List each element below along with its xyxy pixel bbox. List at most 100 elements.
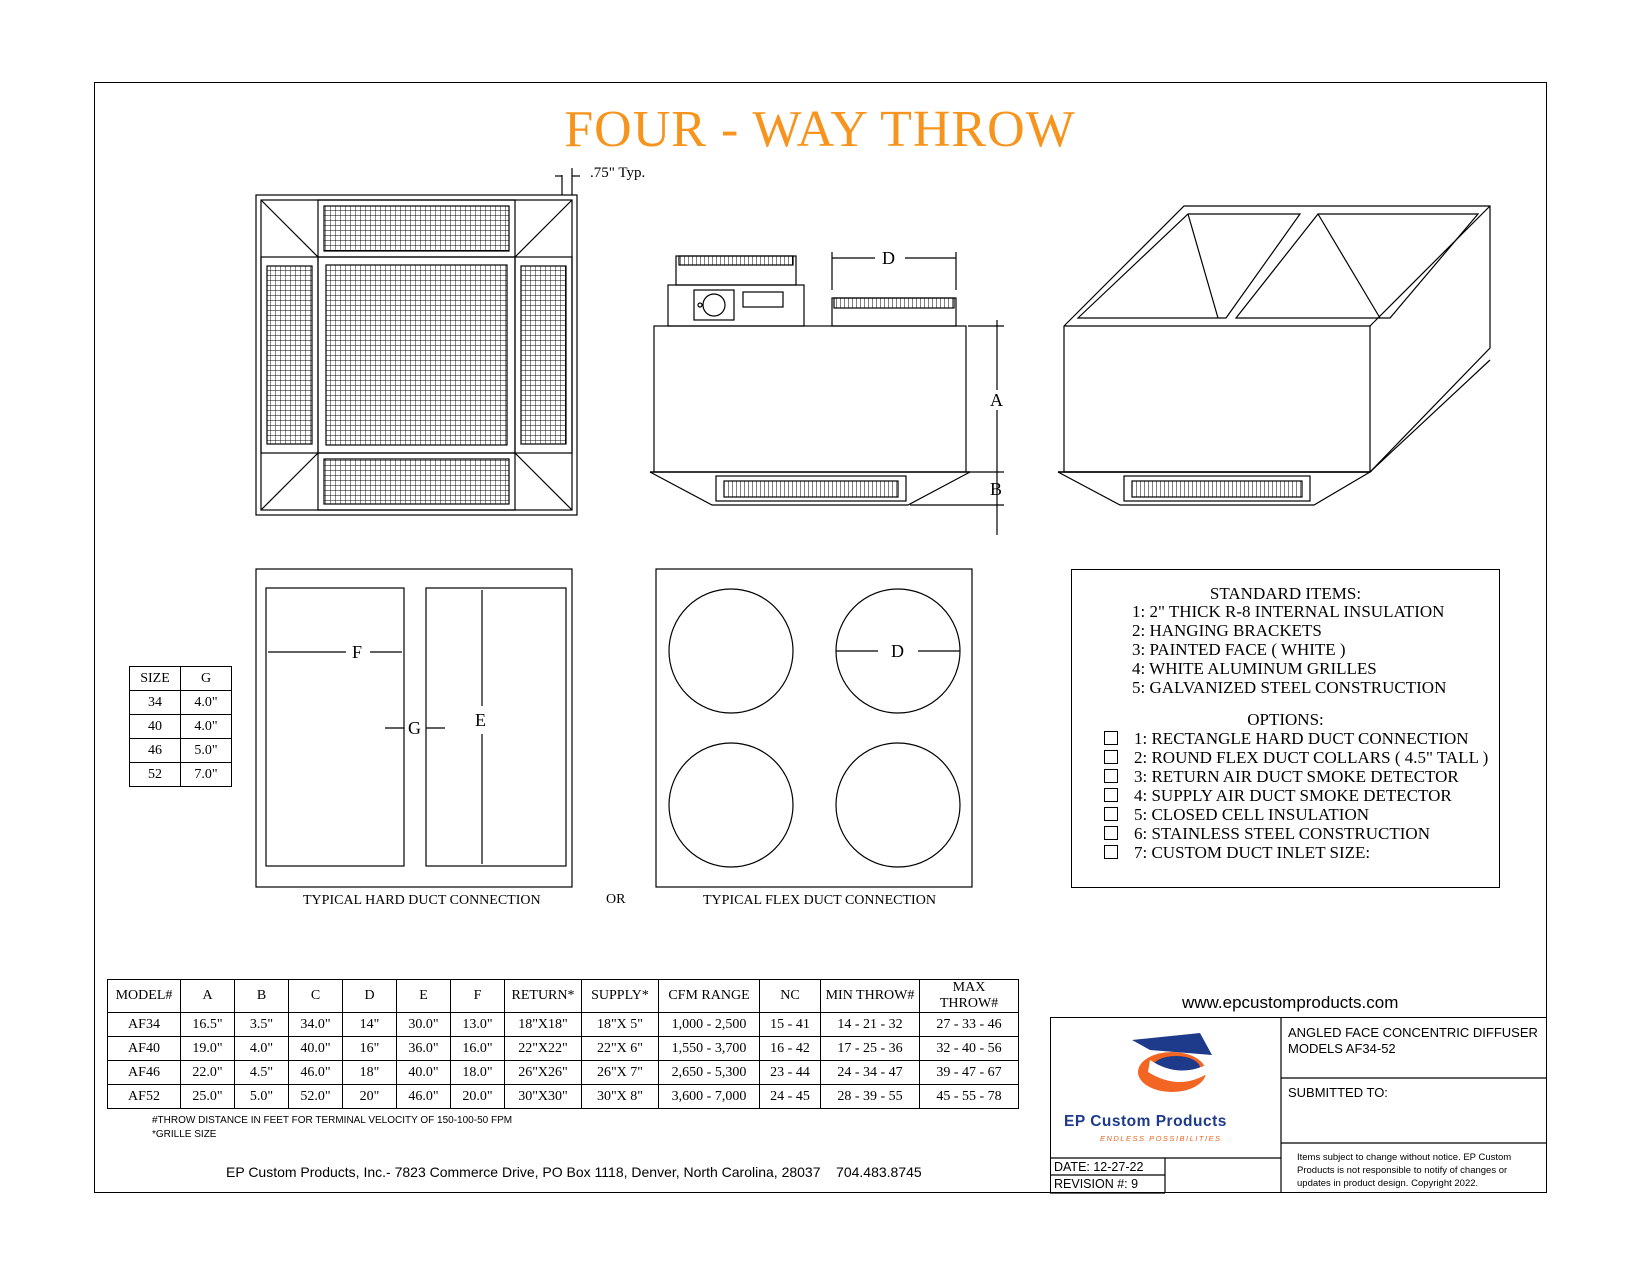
table-cell: 18"X18" <box>504 1012 582 1037</box>
dimension-b-label: B <box>990 479 1003 499</box>
table-cell: 19.0" <box>180 1036 235 1061</box>
col-header: SUPPLY* <box>581 979 659 1013</box>
table-cell: 16 - 42 <box>759 1036 821 1061</box>
g-cell: 4.0" <box>180 690 232 715</box>
title-block-lines <box>1050 1017 1547 1194</box>
table-cell: 4.5" <box>234 1060 289 1085</box>
drawing-models: MODELS AF34-52 <box>1288 1041 1396 1056</box>
table-cell: 28 - 39 - 55 <box>820 1084 920 1109</box>
standard-item: 4: WHITE ALUMINUM GRILLES <box>1132 659 1377 678</box>
table-cell: 1,000 - 2,500 <box>658 1012 760 1037</box>
table-cell: 39 - 47 - 67 <box>919 1060 1019 1085</box>
option-item: 2: ROUND FLEX DUCT COLLARS ( 4.5" TALL ) <box>1104 748 1488 768</box>
isometric-view <box>1057 205 1491 506</box>
disclaimer-text: Items subject to change without notice. … <box>1297 1152 1512 1189</box>
option-label: 4: SUPPLY AIR DUCT SMOKE DETECTOR <box>1134 786 1452 805</box>
col-header: NC <box>759 979 821 1013</box>
option-item: 6: STAINLESS STEEL CONSTRUCTION <box>1104 824 1430 844</box>
g-cell: 4.0" <box>180 714 232 739</box>
table-cell: 15 - 41 <box>759 1012 821 1037</box>
table-cell: 18"X 5" <box>581 1012 659 1037</box>
standard-item: 5: GALVANIZED STEEL CONSTRUCTION <box>1132 678 1447 697</box>
table-cell: 32 - 40 - 56 <box>919 1036 1019 1061</box>
table-cell: 46.0" <box>288 1060 343 1085</box>
option-checkbox[interactable] <box>1104 731 1118 745</box>
table-cell: 27 - 33 - 46 <box>919 1012 1019 1037</box>
table-cell: 2,650 - 5,300 <box>658 1060 760 1085</box>
g-cell: 5.0" <box>180 738 232 763</box>
option-item: 3: RETURN AIR DUCT SMOKE DETECTOR <box>1104 767 1459 787</box>
option-label: 3: RETURN AIR DUCT SMOKE DETECTOR <box>1134 767 1459 786</box>
table-cell: 5.0" <box>234 1084 289 1109</box>
drawing-sheet-border <box>94 82 1547 1193</box>
col-header: A <box>180 979 235 1013</box>
size-cell: 52 <box>129 762 181 787</box>
col-header: MODEL# <box>107 979 181 1013</box>
hard-duct-caption: TYPICAL HARD DUCT CONNECTION <box>303 893 541 908</box>
company-footer: EP Custom Products, Inc.- 7823 Commerce … <box>226 1164 922 1180</box>
table-cell: AF46 <box>107 1060 181 1085</box>
option-label: 6: STAINLESS STEEL CONSTRUCTION <box>1134 824 1430 843</box>
option-label: 7: CUSTOM DUCT INLET SIZE: <box>1134 843 1371 862</box>
col-header: RETURN* <box>504 979 582 1013</box>
table-row: AF52 25.0" 5.0" 52.0" 20" 46.0" 20.0" 30… <box>107 1084 1019 1109</box>
logo-company-name: EP Custom Products <box>1064 1113 1227 1130</box>
typ-dimension-label: .75" Typ. <box>590 165 646 181</box>
table-cell: 52.0" <box>288 1084 343 1109</box>
option-checkbox[interactable] <box>1104 845 1118 859</box>
option-label: 2: ROUND FLEX DUCT COLLARS ( 4.5" TALL ) <box>1134 748 1489 767</box>
table-cell: 3.5" <box>234 1012 289 1037</box>
table-cell: 17 - 25 - 36 <box>820 1036 920 1061</box>
option-checkbox[interactable] <box>1104 807 1118 821</box>
option-checkbox[interactable] <box>1104 826 1118 840</box>
flex-duct-caption: TYPICAL FLEX DUCT CONNECTION <box>703 893 936 908</box>
submitted-to-label: SUBMITTED TO: <box>1288 1085 1388 1100</box>
table-cell: 1,550 - 3,700 <box>658 1036 760 1061</box>
top-view <box>255 168 580 516</box>
table-cell: 20" <box>342 1084 397 1109</box>
table-cell: 3,600 - 7,000 <box>658 1084 760 1109</box>
table-cell: 26"X 7" <box>581 1060 659 1085</box>
option-item: 5: CLOSED CELL INSULATION <box>1104 805 1369 825</box>
table-cell: 46.0" <box>396 1084 451 1109</box>
size-header: SIZE <box>129 666 181 691</box>
dimension-f-label: F <box>352 642 363 662</box>
flex-duct-connection-diagram <box>655 568 973 888</box>
drawing-description: ANGLED FACE CONCENTRIC DIFFUSER <box>1288 1025 1538 1040</box>
col-header: B <box>234 979 289 1013</box>
table-cell: 4.0" <box>234 1036 289 1061</box>
option-checkbox[interactable] <box>1104 769 1118 783</box>
standard-items-box: STANDARD ITEMS: 1: 2" THICK R-8 INTERNAL… <box>1071 569 1500 888</box>
col-header: MIN THROW# <box>820 979 920 1013</box>
dimension-d-label: D <box>882 248 895 268</box>
table-cell: 40.0" <box>396 1060 451 1085</box>
table-cell: 13.0" <box>450 1012 505 1037</box>
table-cell: 20.0" <box>450 1084 505 1109</box>
table-cell: 22.0" <box>180 1060 235 1085</box>
option-label: 1: RECTANGLE HARD DUCT CONNECTION <box>1134 729 1469 748</box>
standard-item: 2: HANGING BRACKETS <box>1132 621 1322 640</box>
table-cell: 18.0" <box>450 1060 505 1085</box>
dimension-g-label: G <box>408 718 421 738</box>
size-cell: 40 <box>129 714 181 739</box>
table-cell: 16" <box>342 1036 397 1061</box>
website-link[interactable]: www.epcustomproducts.com <box>1182 993 1399 1012</box>
table-cell: 22"X 6" <box>581 1036 659 1061</box>
table-cell: 14" <box>342 1012 397 1037</box>
option-checkbox[interactable] <box>1104 750 1118 764</box>
table-cell: 16.5" <box>180 1012 235 1037</box>
drawing-title: FOUR - WAY THROW <box>564 101 1076 158</box>
option-checkbox[interactable] <box>1104 788 1118 802</box>
size-cell: 46 <box>129 738 181 763</box>
table-row: AF46 22.0" 4.5" 46.0" 18" 40.0" 18.0" 26… <box>107 1060 1019 1085</box>
col-header: E <box>396 979 451 1013</box>
standard-item: 3: PAINTED FACE ( WHITE ) <box>1132 640 1346 659</box>
table-cell: 14 - 21 - 32 <box>820 1012 920 1037</box>
table-cell: 25.0" <box>180 1084 235 1109</box>
table-cell: AF40 <box>107 1036 181 1061</box>
table-cell: AF34 <box>107 1012 181 1037</box>
col-header: CFM RANGE <box>658 979 760 1013</box>
table-cell: 36.0" <box>396 1036 451 1061</box>
col-header: D <box>342 979 397 1013</box>
